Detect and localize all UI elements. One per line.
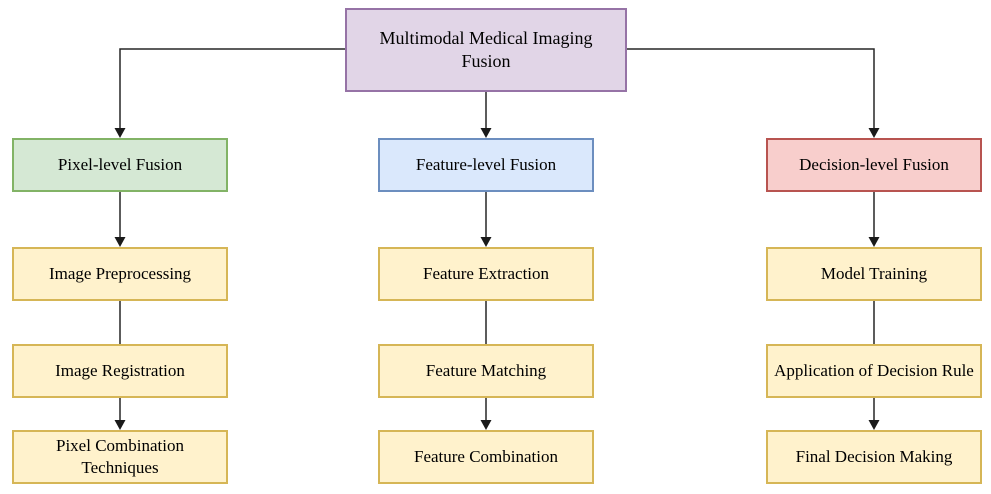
node-final-decision-making: Final Decision Making bbox=[766, 430, 982, 484]
arrowhead bbox=[480, 128, 492, 138]
arrowhead bbox=[114, 420, 126, 430]
node-label: Pixel-level Fusion bbox=[57, 154, 183, 174]
node-label: Final Decision Making bbox=[795, 446, 953, 466]
arrowhead bbox=[114, 128, 126, 138]
node-label: Feature Extraction bbox=[422, 263, 550, 283]
node-model-training: Model Training bbox=[766, 247, 982, 301]
arrowhead bbox=[480, 237, 492, 247]
node-label: Feature Matching bbox=[425, 360, 547, 380]
node-label: Pixel Combination Techniques bbox=[56, 435, 184, 477]
arrowhead bbox=[480, 420, 492, 430]
node-label: Feature-level Fusion bbox=[415, 154, 557, 174]
node-pixel-level-fusion: Pixel-level Fusion bbox=[12, 138, 228, 192]
node-label: Feature Combination bbox=[413, 446, 558, 466]
arrowhead bbox=[114, 237, 126, 247]
edge-root-to-pixel bbox=[119, 48, 345, 128]
node-root-label: Multimodal Medical Imaging Fusion bbox=[379, 27, 593, 71]
node-feature-extraction: Feature Extraction bbox=[378, 247, 594, 301]
arrowhead bbox=[868, 237, 880, 247]
node-image-registration: Image Registration bbox=[12, 344, 228, 398]
arrowhead bbox=[868, 420, 880, 430]
node-feature-combination: Feature Combination bbox=[378, 430, 594, 484]
node-label: Image Registration bbox=[55, 360, 185, 380]
node-label: Model Training bbox=[820, 263, 928, 283]
edge-root-to-decision bbox=[627, 48, 875, 128]
node-application-of-decision-rule: Application of Decision Rule bbox=[766, 344, 982, 398]
node-label: Application of Decision Rule bbox=[774, 360, 974, 380]
node-image-preprocessing: Image Preprocessing bbox=[12, 247, 228, 301]
node-root: Multimodal Medical Imaging Fusion bbox=[345, 8, 627, 92]
node-decision-level-fusion: Decision-level Fusion bbox=[766, 138, 982, 192]
node-feature-level-fusion: Feature-level Fusion bbox=[378, 138, 594, 192]
node-label: Image Preprocessing bbox=[48, 263, 192, 283]
node-feature-matching: Feature Matching bbox=[378, 344, 594, 398]
arrowhead bbox=[868, 128, 880, 138]
node-pixel-combination-techniques: Pixel Combination Techniques bbox=[12, 430, 228, 484]
node-label: Decision-level Fusion bbox=[799, 154, 949, 174]
